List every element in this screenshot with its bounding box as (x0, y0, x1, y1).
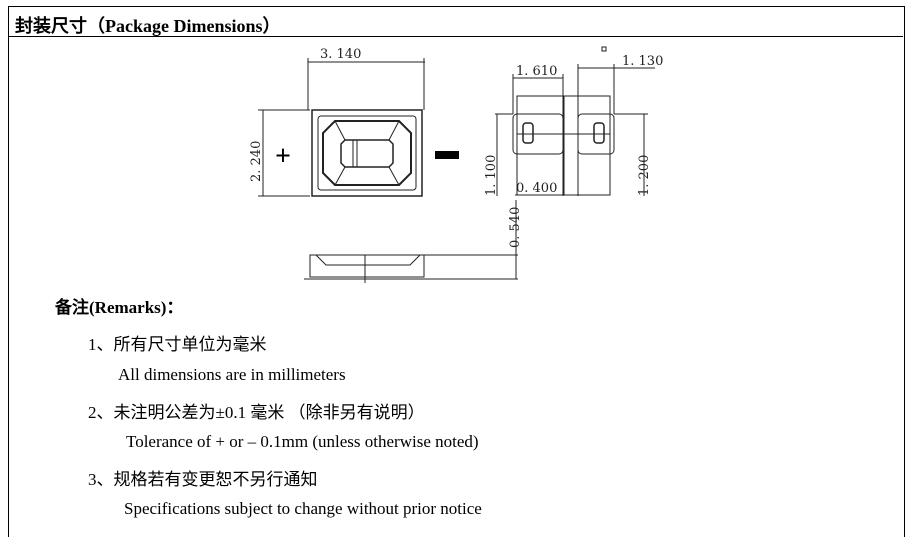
dim-thickness: 0. 540 (508, 207, 523, 248)
remark-1-en: All dimensions are in millimeters (118, 365, 346, 384)
remark-1-cn: 1、所有尺寸单位为毫米 (88, 335, 267, 354)
dim-pad-spacing: 0. 400 (516, 181, 557, 196)
package-drawing: 3. 140 2. 240 + 1. 610 1. 130 1. 100 0. … (249, 46, 663, 283)
remarks-heading: 备注(Remarks)： (55, 298, 184, 317)
remark-3-cn: 3、规格若有变更恕不另行通知 (88, 470, 318, 489)
dim-pad-height-left: 1. 100 (484, 155, 499, 196)
remark-2-cn: 2、未注明公差为±0.1 毫米 （除非另有说明） (88, 403, 425, 422)
side-view (304, 200, 518, 283)
section-title: 封装尺寸（Package Dimensions） (15, 16, 281, 36)
dim-pad-gap: 1. 130 (622, 54, 663, 69)
dim-pad-width: 1. 610 (516, 64, 557, 79)
remark-3-en: Specifications subject to change without… (124, 499, 482, 518)
remark-2-en: Tolerance of + or – 0.1mm (unless otherw… (126, 432, 479, 451)
dim-pad-height-right: 1. 200 (637, 155, 652, 196)
bottom-view (495, 46, 655, 196)
plus-mark: + (275, 141, 291, 172)
minus-mark (435, 151, 459, 159)
dim-height: 2. 240 (249, 141, 264, 182)
header-bar (8, 6, 903, 37)
top-view (258, 58, 425, 197)
dim-width: 3. 140 (320, 47, 361, 62)
page-frame (8, 6, 905, 537)
